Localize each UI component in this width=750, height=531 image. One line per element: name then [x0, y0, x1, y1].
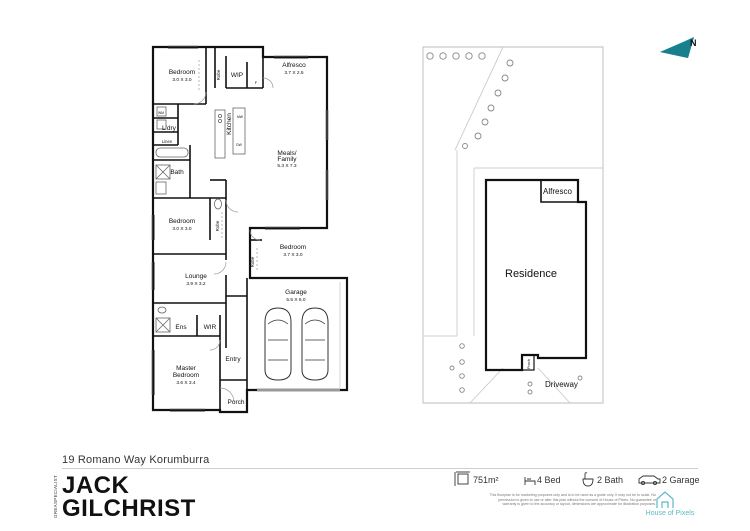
master-label-1: Master: [176, 365, 197, 372]
kitchen-bench: [214, 109, 226, 159]
porch-footprint: [521, 354, 535, 371]
lot-angles: [423, 46, 603, 404]
garage-size: 5.5 X 6.0: [286, 297, 306, 303]
entry-label: Entry: [225, 356, 241, 363]
windows: [151, 45, 329, 412]
robe-lines: [198, 60, 258, 272]
bedroom-mid-size: 3.0 X 3.0: [172, 226, 192, 232]
interior-walls: [153, 47, 264, 410]
land-size-icon: [454, 471, 470, 486]
car-left: [264, 307, 292, 381]
site-plan-labels: Residence Alfresco Driveway Porch: [505, 187, 578, 389]
bed-icon: [524, 477, 536, 485]
lot-boundary: [422, 46, 604, 404]
vanity-bath: [155, 181, 167, 195]
stat-land: 751m²: [473, 475, 499, 485]
agent-name-line2: GILCHRIST: [62, 495, 196, 522]
fixtures: [155, 106, 246, 333]
door-swings: [193, 77, 274, 403]
residence-label: Residence: [505, 268, 557, 280]
robe-right-label: Robe: [250, 256, 255, 267]
floor-plan: [151, 45, 349, 414]
exterior-wall: [151, 45, 349, 414]
wir-label: WIR: [204, 324, 217, 331]
footer-divider: [62, 468, 698, 469]
driveway-label: Driveway: [545, 380, 578, 389]
bedroom-top-label: Bedroom: [169, 69, 195, 76]
meals-label-2: Family: [277, 156, 297, 163]
garage-cars: [264, 307, 329, 381]
wm-box: [156, 106, 167, 117]
linen-label: Linen: [162, 139, 173, 144]
bedroom-right-size: 3.7 X 3.0: [283, 252, 303, 258]
stat-garage: 2 Garage: [662, 475, 700, 485]
house-of-pixels-logo-icon: [656, 491, 674, 508]
mw-label: MW: [237, 115, 244, 119]
stat-bath: 2 Bath: [597, 475, 624, 485]
car-right: [301, 307, 329, 381]
car-icon: [638, 475, 661, 486]
bath-icon: [582, 472, 594, 487]
property-address: 19 Romano Way Korumburra: [62, 454, 210, 466]
ldry-label: L'dry: [162, 125, 177, 132]
alfresco-footprint: [540, 179, 579, 203]
meals-label-1: Meals/: [277, 150, 296, 157]
north-label: N: [690, 38, 697, 48]
bath-label: Bath: [170, 169, 184, 176]
north-arrow-icon: N: [660, 37, 697, 58]
stat-icons: [454, 471, 661, 487]
brand: House of Pixels: [640, 488, 700, 517]
site-porch-label: Porch: [527, 359, 531, 369]
robe-mid-label: Robe: [215, 220, 220, 231]
porch-label: Porch: [228, 399, 245, 406]
site-alfresco-label: Alfresco: [543, 187, 572, 196]
kitchen-label: Kitchen: [226, 113, 233, 135]
bedroom-right-label: Bedroom: [280, 244, 306, 251]
kitchen-island: [232, 107, 246, 155]
agent-tagline: GREASPECIALIST: [52, 474, 60, 520]
bathtub: [155, 147, 189, 158]
floor-plan-labels: Bedroom 3.0 X 3.0 WIP Alfresco 3.7 X 2.5…: [158, 62, 307, 406]
bedroom-top-size: 3.0 X 3.0: [172, 77, 192, 83]
agent-logo: JACK GILCHRIST: [62, 472, 196, 522]
master-label-2: Bedroom: [173, 372, 199, 379]
laundry-tub: [156, 119, 167, 130]
agent-name-line1: JACK: [62, 472, 130, 499]
robe-top-label: Robe: [216, 69, 221, 80]
master-size: 3.6 X 3.4: [176, 380, 196, 386]
ens-label: Ens: [175, 324, 187, 331]
fridge-label: F: [255, 80, 258, 85]
bedroom-mid-label: Bedroom: [169, 218, 195, 225]
lounge-size: 3.9 X 3.2: [186, 281, 206, 287]
wm-label: WM: [158, 111, 164, 115]
disclaimer-text: This floorplan is for marketing purposes…: [489, 493, 656, 507]
trees: [426, 52, 583, 395]
meals-size: 5.3 X 7.3: [277, 163, 297, 169]
lounge-label: Lounge: [185, 273, 207, 280]
toilet-bath: [214, 198, 222, 210]
alfresco-size: 3.7 X 2.5: [284, 70, 304, 76]
dw-label: DW: [236, 143, 242, 147]
stat-bed: 4 Bed: [537, 475, 561, 485]
shower: [155, 164, 171, 180]
site-plan: Residence Alfresco Driveway Porch: [422, 46, 604, 404]
agent-tagline-text: GREASPECIALIST: [52, 475, 58, 518]
toilet-ensuite: [157, 306, 167, 314]
ensuite-shower: [155, 317, 171, 333]
garage-label: Garage: [285, 289, 307, 296]
brand-label: House of Pixels: [645, 510, 695, 517]
alfresco-label: Alfresco: [282, 62, 306, 69]
wip-label: WIP: [231, 72, 243, 79]
